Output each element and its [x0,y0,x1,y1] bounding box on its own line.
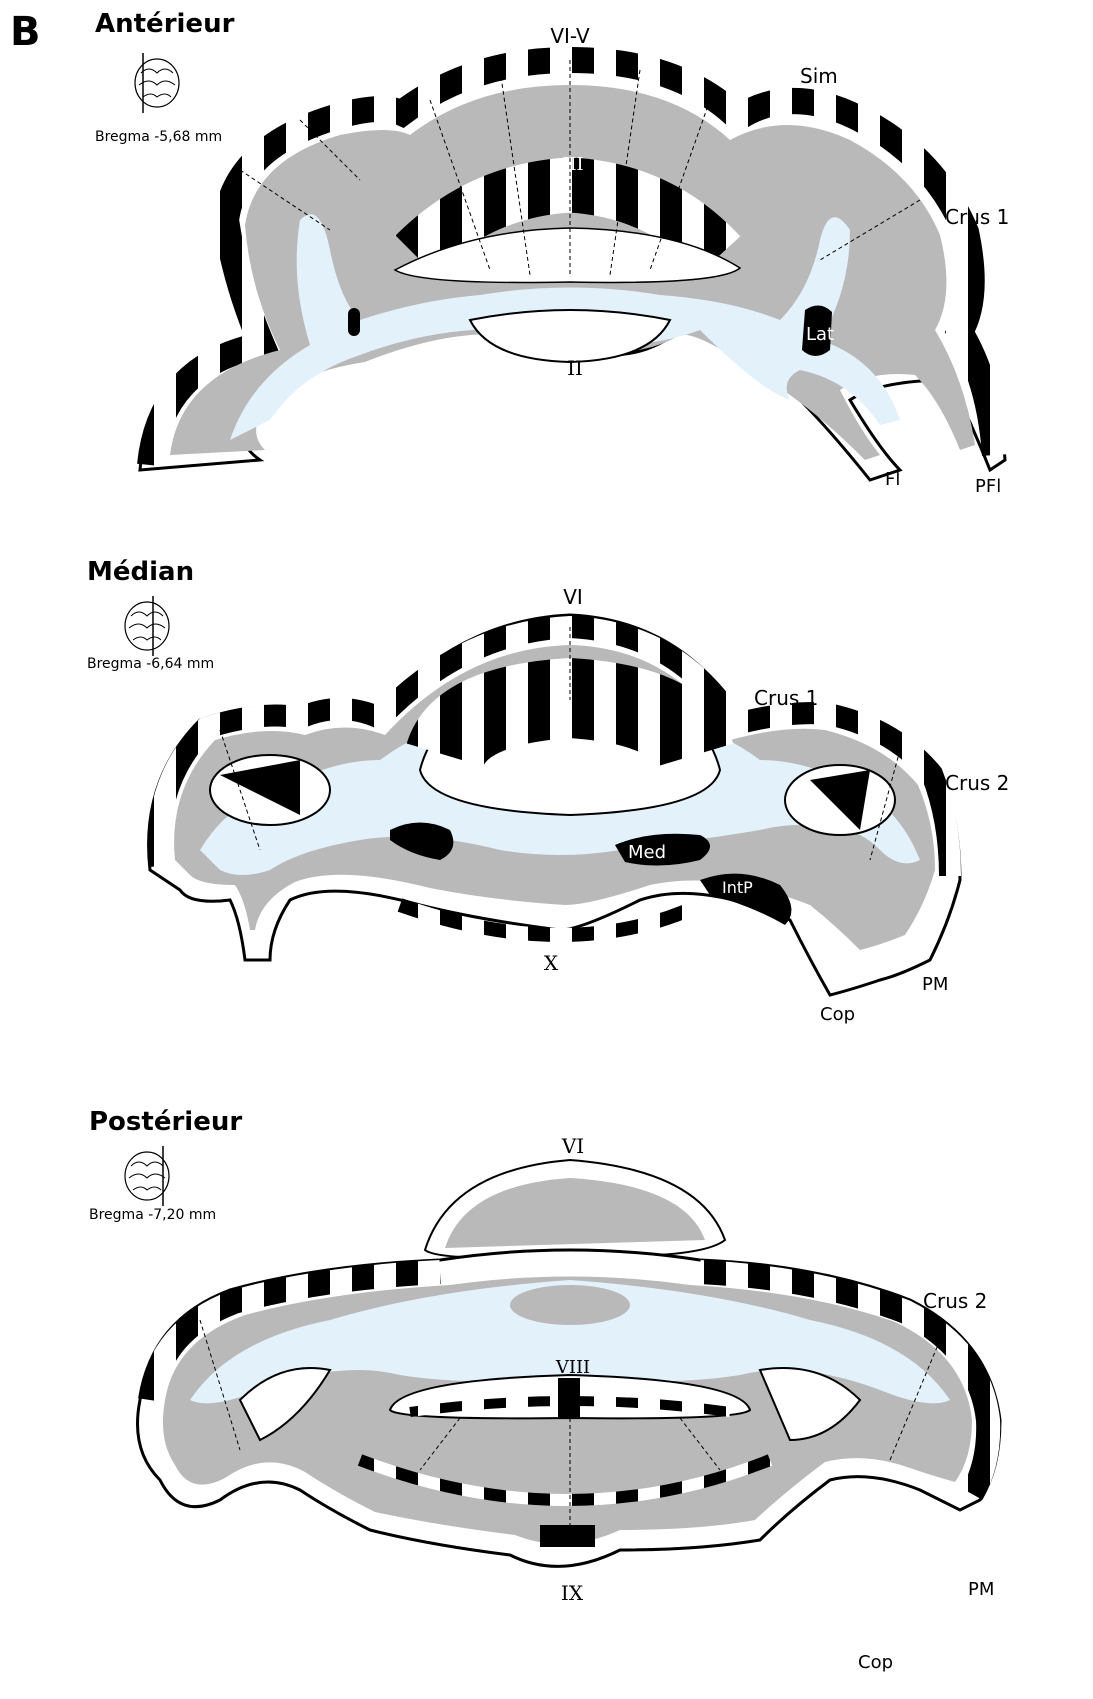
label-med: Med [628,842,666,863]
section-title: Postérieur [89,1107,242,1137]
bregma-label: Bregma -7,20 mm [89,1207,216,1223]
label-pm: PM [922,974,948,995]
label-lobule-top: VI-V [550,24,590,48]
cerebellum-thumbnail-icon [135,53,179,113]
posterior-viii-center-stripe [558,1378,580,1418]
label-pm: PM [968,1579,994,1600]
bregma-label: Bregma -6,64 mm [87,656,214,672]
label-crus: Crus 1 [945,205,1009,229]
label-nucleus: Lat [806,324,834,345]
label-sim: Sim [800,64,838,88]
label-crus2: Crus 2 [945,771,1009,795]
cerebellum-thumbnail-icon [125,596,169,656]
label-lobule-top: VI [563,585,583,609]
section-title: Médian [87,557,194,587]
section-anterior: Antérieur Bregma -5,68 mm [95,9,1009,497]
label-inner: VIII [555,1357,590,1378]
posterior-central-gray [510,1285,630,1325]
anterior-nucleus-left [348,308,360,336]
section-median: Médian Bregma -6,64 mm VI Crus 1 [87,557,1009,1025]
cerebellum-thumbnail-icon [125,1146,169,1206]
label-cop: Cop [858,1652,893,1673]
label-inner: IV-V [553,752,588,773]
panel-letter: B [10,9,41,55]
label-lobule-top: VI [561,1134,584,1158]
label-bottom: IX [561,1581,584,1605]
label-fl: Fl [885,469,900,490]
bregma-label: Bregma -5,68 mm [95,129,222,145]
section-title: Antérieur [95,9,235,39]
label-intp: IntP [722,878,753,897]
label-pfl: PFl [975,476,1001,497]
label-cop: Cop [820,1004,855,1025]
label-inner: III [562,154,583,175]
anterior-lobule-ii [470,310,670,362]
label-crus2: Crus 2 [923,1289,987,1313]
label-bottom: X [544,951,559,975]
label-bottom: II [567,356,583,380]
label-crus1: Crus 1 [754,686,818,710]
section-posterior: Postérieur Bregma -7,20 mm [89,1107,1000,1673]
posterior-ix-center-stripe [540,1525,595,1547]
